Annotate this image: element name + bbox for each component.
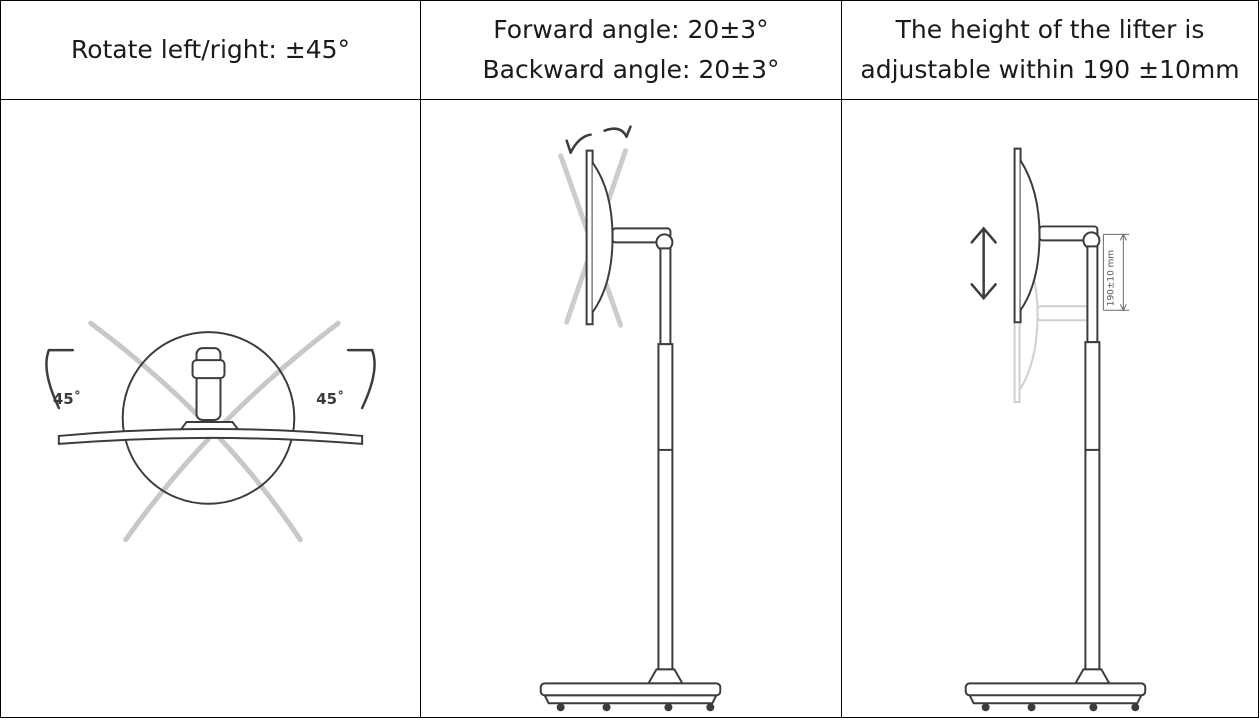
height-dimension-bracket xyxy=(1102,233,1130,312)
rotate-header: Rotate left/right: ±45° xyxy=(0,0,421,100)
curved-arrow-icon xyxy=(346,348,376,410)
height-dimension-label: 190±10 mm xyxy=(1106,250,1116,306)
double-arrow-icon xyxy=(970,226,997,301)
monitor-panel xyxy=(1013,147,1041,324)
height-illustration-cell: 190±10 mm xyxy=(841,99,1259,718)
stand-hinge-arm xyxy=(611,227,674,252)
header-row: Rotate left/right: ±45° Forward angle: 2… xyxy=(0,0,1259,100)
swivel-illustration-cell: 45˚ 45˚ xyxy=(0,99,421,718)
curved-arrow-icon xyxy=(45,348,75,410)
height-header-line2: adjustable within 190 ±10mm xyxy=(860,55,1240,84)
tilt-header: Forward angle: 20±3° Backward angle: 20±… xyxy=(420,0,842,100)
tilt-illustration xyxy=(539,125,722,712)
tilt-illustration-cell xyxy=(420,99,842,718)
stand-hinge-arm xyxy=(1038,225,1101,250)
backward-angle-text: Backward angle: 20±3° xyxy=(482,55,780,84)
stand-pole xyxy=(657,247,674,671)
rotate-header-text: Rotate left/right: ±45° xyxy=(70,35,351,64)
curved-arrow-icon xyxy=(565,125,632,154)
forward-angle-text: Forward angle: 20±3° xyxy=(493,15,769,44)
stand-neck xyxy=(178,347,241,431)
height-header-line1: The height of the lifter is xyxy=(895,15,1205,44)
monitor-panel-top-view xyxy=(57,427,364,445)
swivel-illustration: 45˚ 45˚ xyxy=(45,320,376,543)
monitor-panel xyxy=(585,149,614,326)
stand-base xyxy=(539,668,722,712)
right-angle-label: 45˚ xyxy=(316,390,344,408)
stand-base-circle xyxy=(121,331,296,505)
illustration-row: 45˚ 45˚ xyxy=(0,99,1259,718)
height-header: The height of the lifter is adjustable w… xyxy=(841,0,1259,100)
stand-pole xyxy=(1084,245,1101,671)
stand-base xyxy=(964,668,1147,712)
height-illustration: 190±10 mm xyxy=(964,147,1147,712)
left-angle-label: 45˚ xyxy=(53,390,81,408)
